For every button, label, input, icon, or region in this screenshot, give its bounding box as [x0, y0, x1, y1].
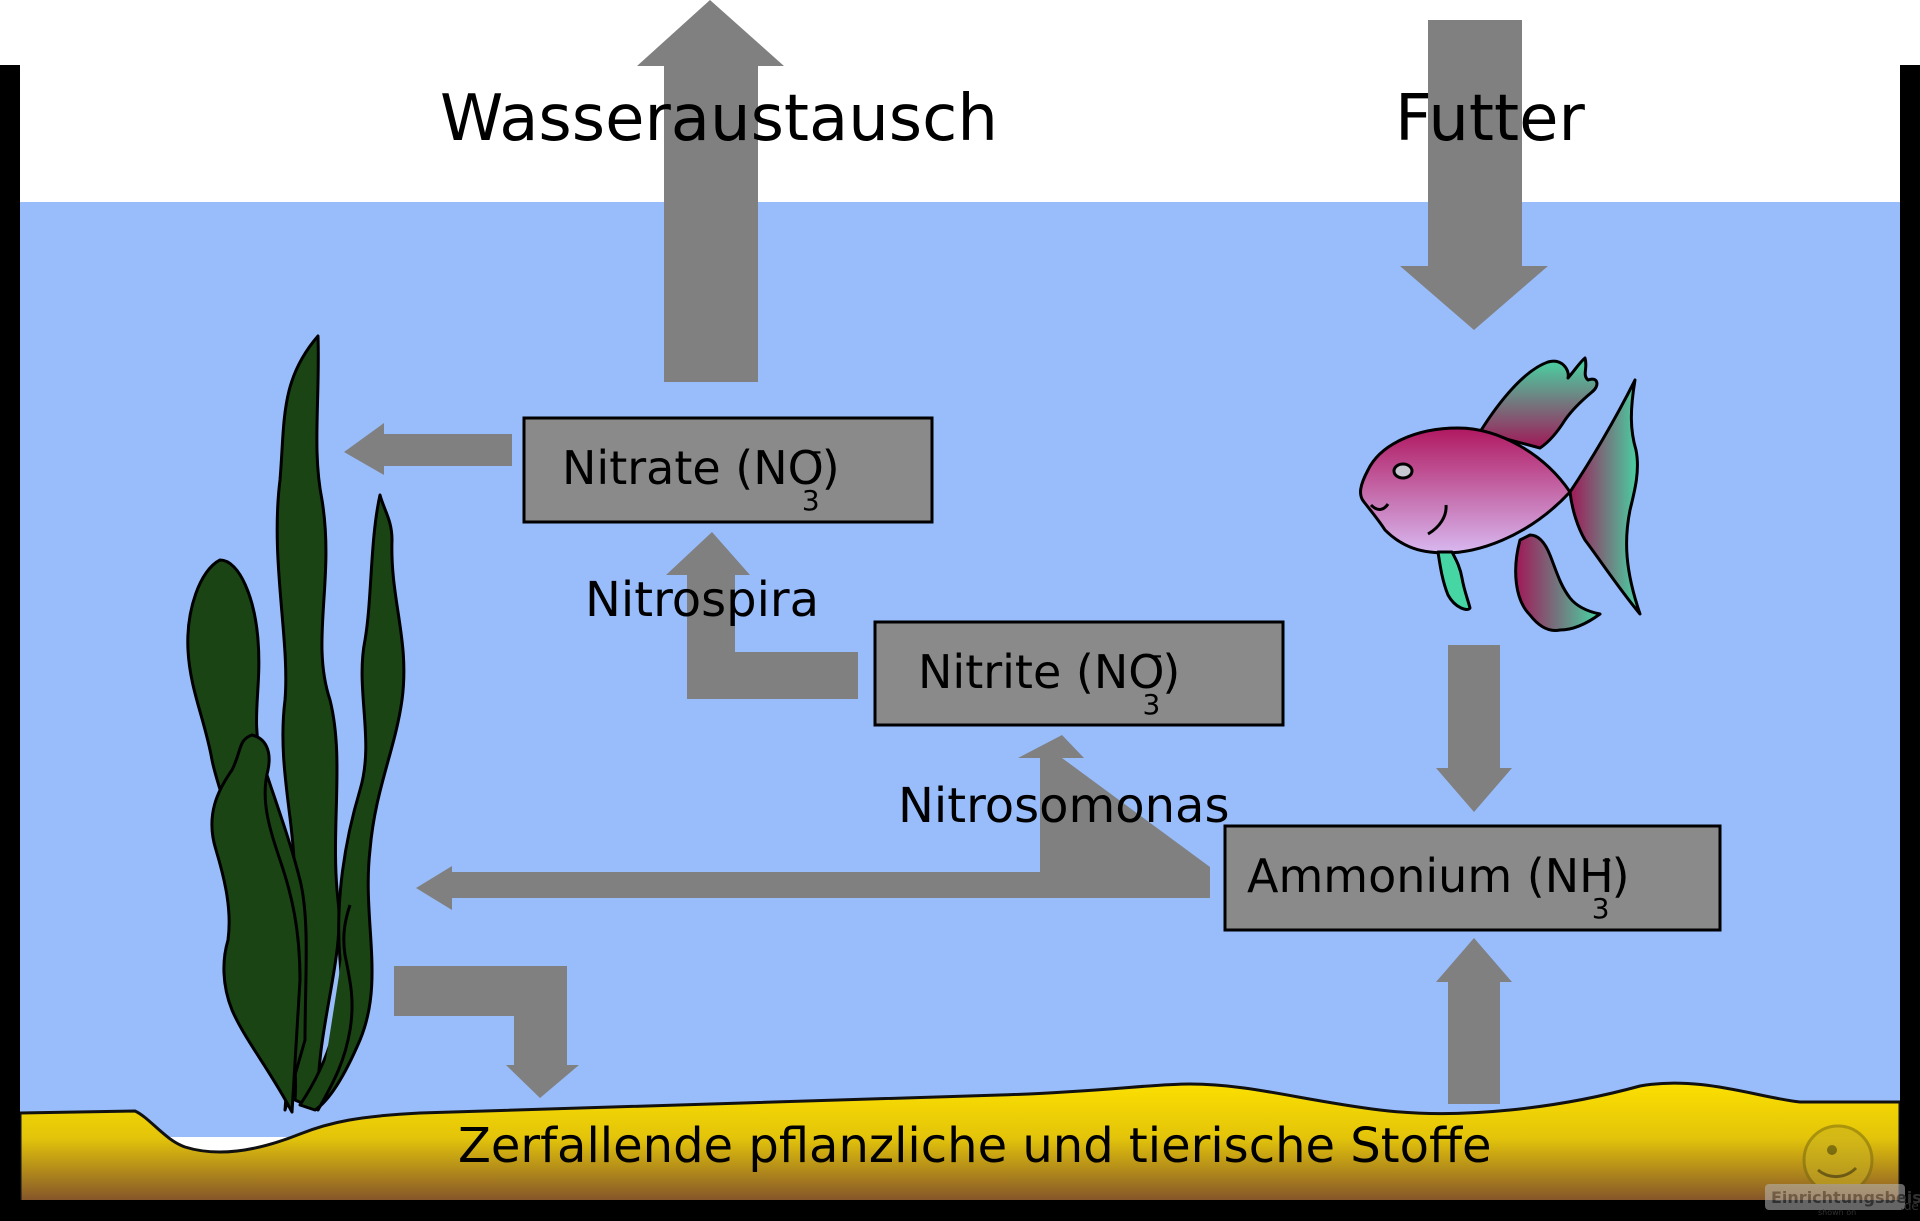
arrow-ammonium-to-plant	[1040, 735, 1210, 867]
nitrite-subscript: 3	[1142, 688, 1160, 721]
label-food: Futter	[1395, 82, 1585, 156]
svg-text:Nitrite (NO3-): Nitrite (NO3 -)	[918, 638, 1180, 721]
arrow-plant-to-decay	[394, 966, 579, 1098]
fish-tail	[1568, 378, 1642, 616]
arrow-decay-to-ammonium	[1436, 938, 1512, 1104]
fish-gill	[1427, 504, 1448, 536]
label-nitrospira: Nitrospira	[585, 572, 819, 628]
substrate	[18, 1081, 1902, 1207]
tank-floor	[0, 1200, 1920, 1221]
nitrate-superscript: -	[812, 434, 822, 467]
ammonium-close: )	[1612, 849, 1630, 903]
watermark-logo: Einrichtungsbeispiele shown on .de	[1765, 1124, 1920, 1217]
svg-text:Ammonium (NH3-): Ammonium (NH3 -)	[1247, 842, 1630, 925]
ammonium-superscript: -	[1602, 842, 1612, 875]
tank-wall-right	[1900, 65, 1920, 1215]
nitrite-close: )	[1162, 645, 1180, 699]
watermark-text: Einrichtungsbeispiele	[1771, 1188, 1920, 1207]
arrow-water-exchange-up	[637, 0, 784, 382]
svg-text:Nitrate (NO3-): Nitrate (NO3 -)	[562, 434, 840, 517]
ammonium-subscript: 3	[1592, 892, 1610, 925]
water-plant	[186, 334, 406, 1114]
nitrite-label: Nitrite (NO	[918, 645, 1164, 699]
arrow-ammonium-left-long	[416, 735, 1210, 910]
fish	[1359, 356, 1642, 632]
nitrate-label: Nitrate (NO	[562, 441, 824, 495]
watermark-small: shown on	[1818, 1208, 1856, 1217]
ammonium-label: Ammonium (NH	[1247, 849, 1614, 903]
arrow-food-down	[1400, 20, 1548, 330]
fish-mouth	[1369, 503, 1390, 511]
tank-wall-left	[0, 65, 20, 1215]
label-nitrosomonas: Nitrosomonas	[898, 778, 1229, 834]
arrow-fish-to-ammonium	[1436, 645, 1512, 812]
fish-eye	[1392, 462, 1414, 480]
arrow-nitrite-to-nitrate	[666, 532, 858, 699]
nitrite-superscript: -	[1152, 638, 1162, 671]
arrow-nitrate-to-plant	[344, 423, 512, 475]
nitrate-close: )	[822, 441, 840, 495]
nitrate-subscript: 3	[802, 484, 820, 517]
watermark-suffix: .de	[1900, 1199, 1919, 1213]
label-water-exchange: Wasseraustausch	[440, 82, 998, 156]
fish-lower-fin	[1514, 533, 1602, 632]
fish-pectoral-fin	[1436, 550, 1472, 611]
fish-dorsal-fin	[1478, 356, 1599, 450]
label-decay: Zerfallende pflanzliche und tierische St…	[458, 1118, 1492, 1174]
